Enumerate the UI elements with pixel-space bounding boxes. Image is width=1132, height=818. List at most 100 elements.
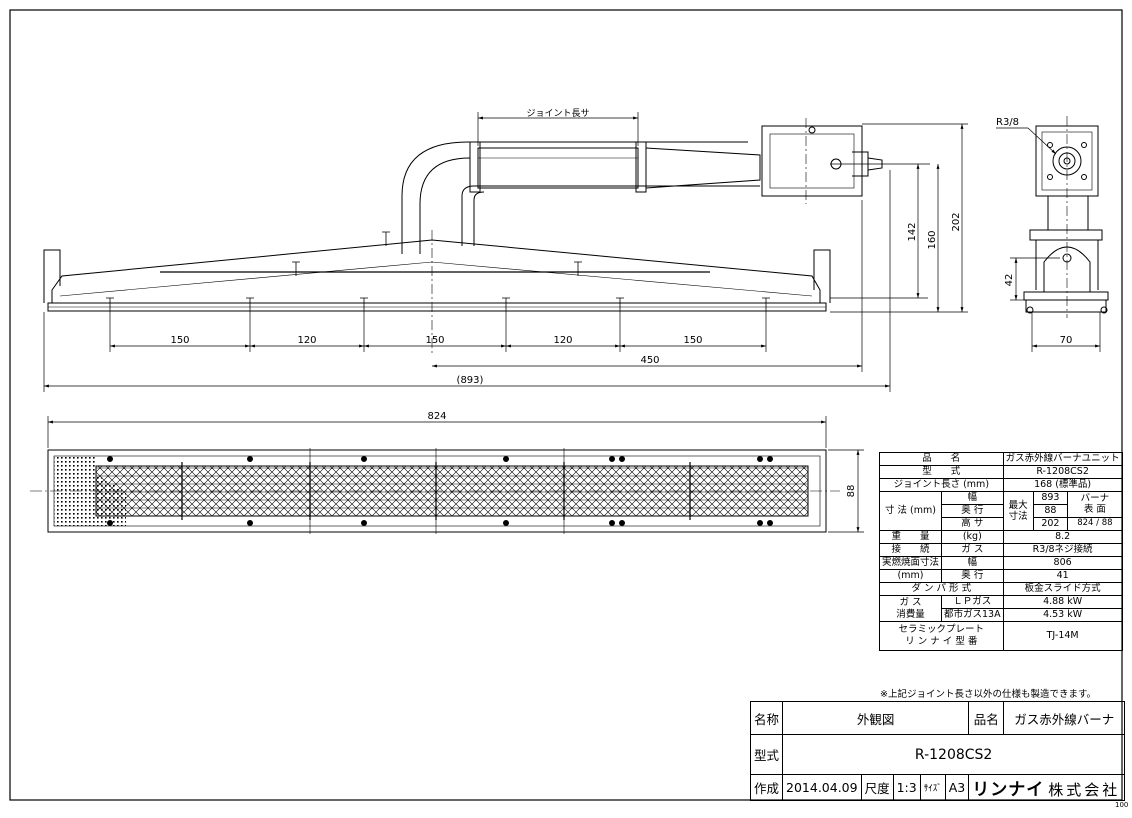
spec-row-burn-depth: (mm) 奥 行 41 <box>878 569 1123 583</box>
company-logo: リンナイ <box>972 780 1045 800</box>
date-value: 2014.04.09 <box>782 774 862 801</box>
spec-value: R-1208CS2 <box>1002 465 1123 479</box>
spec-sublabel: (kg) <box>941 530 1004 544</box>
title-row-name: 名称 外観図 品名 ガス赤外線バーナ <box>749 701 1126 735</box>
burner-width: 824 <box>1077 518 1094 529</box>
spacing-5: 150 <box>683 335 702 346</box>
title-row-model: 型式 R-1208CS2 <box>749 734 1126 775</box>
height-202: 202 <box>951 212 962 231</box>
spec-label: ジョイント長さ (mm) <box>879 478 1004 492</box>
spec-sublabel: 幅 <box>941 556 1004 570</box>
spec-label: 実燃焼面寸法 <box>878 556 943 570</box>
spec-table: 品 名 ガス赤外線バーナユニット 型 式 R-1208CS2 ジョイント長さ (… <box>878 452 1123 651</box>
company-suffix: 株式会社 <box>1048 781 1121 799</box>
spec-value: TJ-14M <box>1002 621 1123 651</box>
spec-sublabel: 高 サ <box>941 517 1004 531</box>
span-450: 450 <box>640 355 659 366</box>
spec-sublabel: 奥 行 <box>941 569 1004 583</box>
plan-view <box>30 448 840 534</box>
plan-dimensions <box>47 416 864 533</box>
height-160: 160 <box>927 230 938 249</box>
spec-value: 41 <box>1002 569 1123 583</box>
page-number: 100 <box>1115 801 1129 809</box>
spacing-3: 150 <box>425 335 444 346</box>
spacing-4: 120 <box>553 335 572 346</box>
burner-label-2: 表 面 <box>1083 503 1106 515</box>
paper-size-value: A3 <box>944 774 970 801</box>
plan-dimension-labels: 824 88 <box>427 411 857 497</box>
spec-sublabel: 都市ガス13A <box>941 608 1004 622</box>
spec-value: 806 <box>1002 556 1123 570</box>
spec-row-plate: セラミックプレートリ ン ナ イ 型 番 TJ-14M <box>879 621 1123 651</box>
spec-value: ガス赤外線バーナユニット <box>1002 452 1123 466</box>
front-view <box>43 118 883 356</box>
spec-sublabel: ＬＰガス <box>941 595 1004 609</box>
max-depth: 88 <box>1032 504 1069 518</box>
spec-label: 重 量 <box>878 530 943 544</box>
title-block: 名称 外観図 品名 ガス赤外線バーナ 型式 R-1208CS2 作成 2014.… <box>749 701 1126 801</box>
spec-sublabel: 奥 行 <box>941 504 1004 518</box>
spec-value: 4.53 kW <box>1002 608 1123 622</box>
date-label: 作成 <box>749 774 784 801</box>
joint-length-label: ジョイント長サ <box>526 108 589 119</box>
spec-sublabel: ガ ス <box>941 543 1004 557</box>
spec-note: ※上記ジョイント長さ以外の仕様も製造できます。 <box>880 689 1097 700</box>
scale-label: 尺度 <box>860 774 894 801</box>
scale-value: 1:3 <box>892 774 921 801</box>
spec-row-connection: 接 続 ガ ス R3/8ネジ接続 <box>878 543 1123 557</box>
spec-label: ダ ン パ 形 式 <box>879 582 1004 596</box>
overall-length: (893) <box>457 375 484 386</box>
spec-label: 型 式 <box>879 465 1004 479</box>
spec-row-model: 型 式 R-1208CS2 <box>879 465 1123 479</box>
height-142: 142 <box>907 222 918 241</box>
sheet-border <box>9 9 1123 801</box>
product-value: ガス赤外線バーナ <box>1003 701 1126 735</box>
paper-size-label: ｻｲｽﾞ <box>919 774 946 801</box>
front-dimension-labels: ジョイント長サ 150 120 150 120 150 450 (893) 14… <box>170 108 962 386</box>
spec-label: 接 続 <box>878 543 943 557</box>
burner-label-1: バーナ <box>1080 492 1110 504</box>
spec-value: 4.88 kW <box>1002 595 1123 609</box>
spec-row-joint: ジョイント長さ (mm) 168 (標準品) <box>879 478 1123 492</box>
spec-row-weight: 重 量 (kg) 8.2 <box>878 530 1123 544</box>
spec-label: (mm) <box>878 569 943 583</box>
side-dimensions <box>996 127 1101 352</box>
side-height: 42 <box>1004 274 1015 287</box>
plate-label-2: リ ン ナ イ 型 番 <box>905 636 978 647</box>
max-height: 202 <box>1032 517 1069 531</box>
plan-width: 88 <box>846 485 857 498</box>
title-row-meta: 作成 2014.04.09 尺度 1:3 ｻｲｽﾞ A3 リンナイ 株式会社 <box>749 774 1126 801</box>
spec-row-size-width: 寸 法 (mm) 幅 最大寸法 893 バーナ表 面 <box>878 491 1123 531</box>
spec-value: 板金スライド方式 <box>1002 582 1123 596</box>
spec-row-product: 品 名 ガス赤外線バーナユニット <box>879 452 1123 466</box>
spec-sublabel: 幅 <box>941 491 1004 505</box>
plate-label-1: セラミックプレート <box>898 623 985 635</box>
spec-row-lp: ガ ス消費量 ＬＰガス 4.88 kW <box>878 595 1123 622</box>
side-dimension-labels: R3/8 42 70 <box>996 117 1072 346</box>
consumption-label-1: ガ ス <box>899 597 922 609</box>
spec-row-damper: ダ ン パ 形 式 板金スライド方式 <box>879 582 1123 596</box>
spec-label: 品 名 <box>879 452 1004 466</box>
front-dimensions <box>43 112 968 392</box>
thread-label: R3/8 <box>996 117 1019 128</box>
spec-label: 寸 法 (mm) <box>878 491 943 531</box>
side-width: 70 <box>1060 335 1073 346</box>
spec-row-burn-width: 実燃焼面寸法 幅 806 <box>878 556 1123 570</box>
consumption-label-2: 消費量 <box>896 608 925 620</box>
max-label: 最大 <box>1008 499 1028 511</box>
product-label: 品名 <box>968 701 1005 735</box>
name-label: 名称 <box>749 701 784 735</box>
model-label: 型式 <box>749 734 784 775</box>
spec-value: 8.2 <box>1002 530 1123 544</box>
spec-value: R3/8ネジ接続 <box>1002 543 1123 557</box>
max-width: 893 <box>1041 492 1060 504</box>
burner-depth: 88 <box>1101 518 1113 529</box>
plan-length: 824 <box>427 411 446 422</box>
model-value: R-1208CS2 <box>782 734 1126 775</box>
side-view <box>1023 116 1109 318</box>
spec-value: 168 (標準品) <box>1002 478 1123 492</box>
spacing-2: 120 <box>297 335 316 346</box>
name-value: 外観図 <box>782 701 970 735</box>
spacing-1: 150 <box>170 335 189 346</box>
